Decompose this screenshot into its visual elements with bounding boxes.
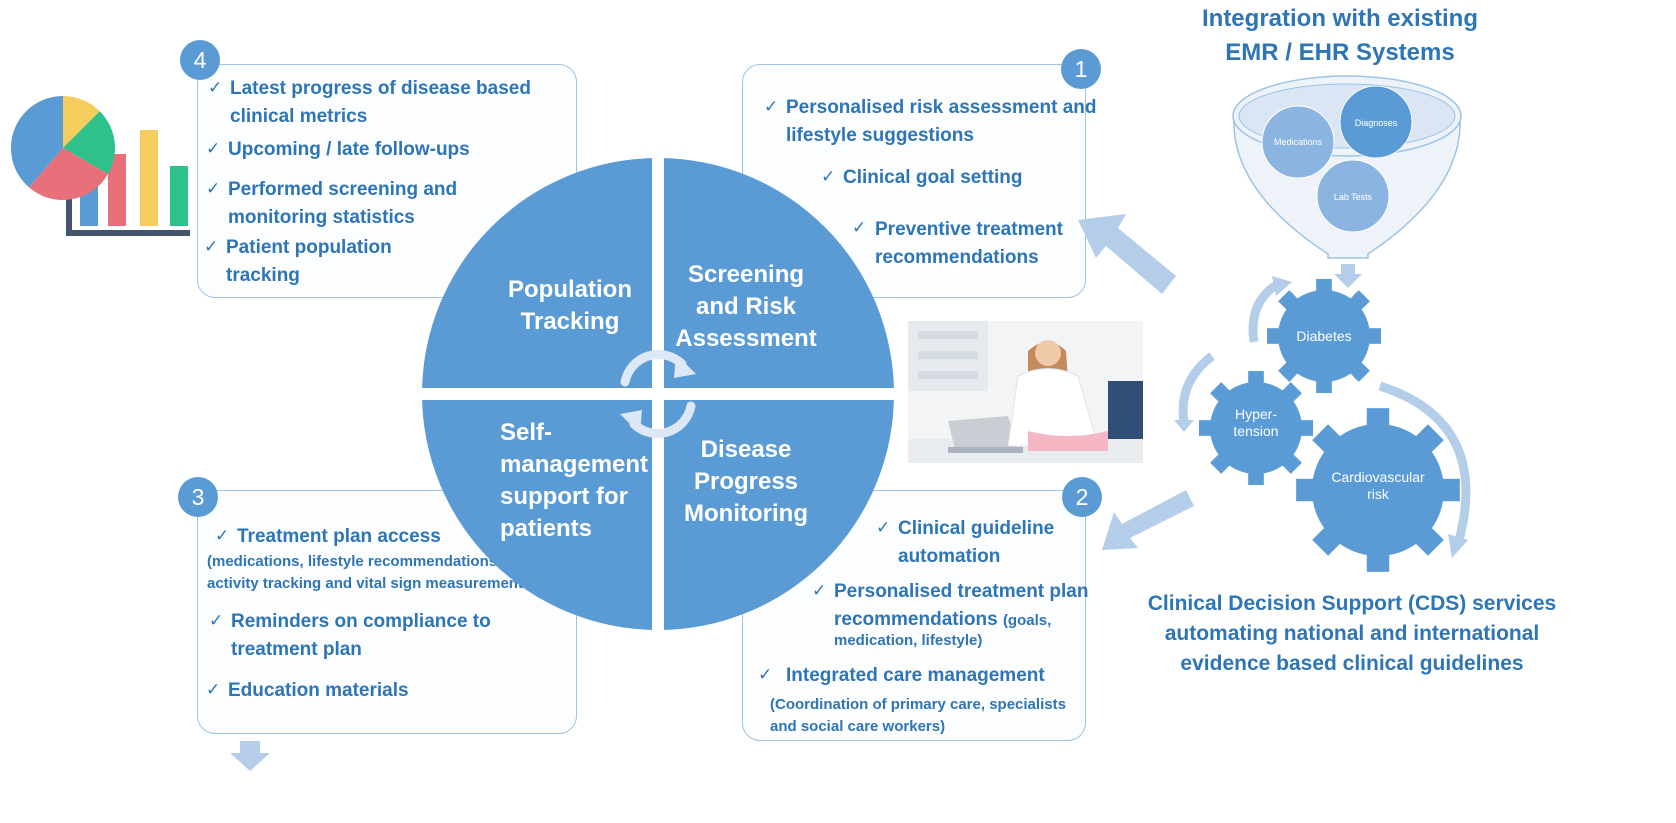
check-icon: ✓ (764, 97, 779, 116)
check-icon: ✓ (208, 78, 223, 97)
gear-hypertension: Hyper-tension (1233, 406, 1279, 439)
check-icon: ✓ (852, 218, 867, 237)
circle-medications: Medications (1274, 137, 1323, 147)
arrow-to-box2 (1102, 490, 1194, 550)
box3-item-3: Education materials (228, 680, 409, 701)
emr-funnel (1232, 75, 1462, 259)
check-icon: ✓ (206, 179, 221, 198)
badge-1: 1 (1061, 49, 1101, 89)
gear-diabetes: Diabetes (1296, 328, 1352, 344)
circle-lab-tests: Lab Tests (1334, 192, 1373, 202)
check-icon: ✓ (204, 237, 219, 256)
box2-item-3-sub: (Coordination of primary care, specialis… (770, 696, 1066, 735)
box2-item-2-sub: medication, lifestyle) (834, 632, 983, 649)
circle-diagnoses: Diagnoses (1355, 118, 1398, 128)
box3-item-1: Treatment plan access (237, 526, 441, 547)
badge-3: 3 (178, 477, 218, 517)
check-icon: ✓ (215, 526, 230, 545)
badge-2: 2 (1062, 477, 1102, 517)
badge-4: 4 (180, 40, 220, 80)
box3-item-1-sub: (medications, lifestyle recommendations,… (207, 553, 537, 592)
box2-item-2: Personalised treatment plan recommendati… (834, 581, 1089, 630)
gears-cluster (1174, 276, 1471, 572)
check-icon: ✓ (812, 581, 827, 600)
box4-item-2: Upcoming / late follow-ups (228, 139, 470, 160)
emr-circle-labels: Medications Diagnoses Lab Tests (1274, 118, 1398, 202)
check-icon: ✓ (209, 611, 224, 630)
chart-icon (10, 95, 190, 236)
doctor-photo (908, 321, 1143, 463)
cycle-circle (420, 156, 896, 632)
cds-heading: Clinical Decision Support (CDS) services… (1147, 592, 1557, 675)
check-icon: ✓ (206, 139, 221, 158)
down-arrow-icon (1334, 264, 1362, 288)
check-icon: ✓ (821, 167, 836, 186)
down-arrow-icon (230, 741, 270, 771)
check-icon: ✓ (758, 665, 773, 684)
box1-item-2: Clinical goal setting (843, 167, 1023, 188)
check-icon: ✓ (206, 680, 221, 699)
check-icon: ✓ (876, 518, 891, 537)
arrow-to-box1 (1078, 214, 1176, 294)
box2-item-3: Integrated care management (786, 665, 1045, 686)
